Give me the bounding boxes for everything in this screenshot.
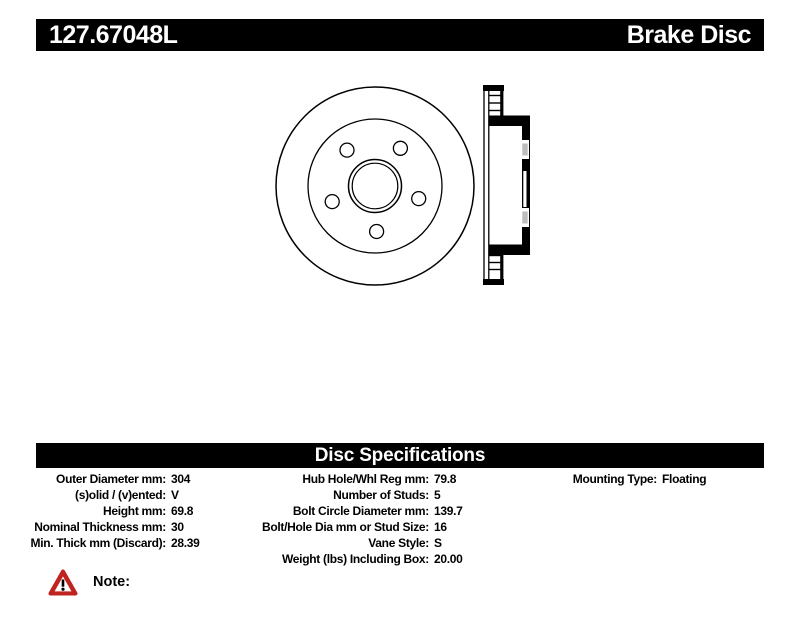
note-label: Note: — [93, 574, 131, 590]
spec-label: Bolt Circle Diameter mm: — [292, 504, 429, 518]
spec-value: 5 — [434, 488, 441, 502]
spec-label: Weight (lbs) Including Box: — [282, 552, 429, 566]
spec-value: 139.7 — [434, 504, 463, 518]
spec-section-title: Disc Specifications — [314, 444, 486, 466]
spec-label: Number of Studs: — [333, 488, 429, 502]
spec-row: Height mm: 69.8 — [16, 503, 200, 519]
spec-row: Mounting Type: Floating — [517, 471, 707, 487]
spec-row: Vane Style: S — [239, 535, 463, 551]
brake-disc-front-view-icon — [275, 86, 475, 286]
spec-label: (s)olid / (v)ented: — [75, 488, 166, 502]
spec-row: Min. Thick mm (Discard): 28.39 — [16, 535, 200, 551]
spec-row: (s)olid / (v)ented: V — [16, 487, 200, 503]
header-bar: 127.67048L Brake Disc — [36, 19, 764, 51]
spec-value: Floating — [662, 472, 707, 486]
technical-drawing — [275, 85, 530, 286]
product-name: Brake Disc — [626, 20, 752, 49]
spec-row: Hub Hole/Whl Reg mm: 79.8 — [239, 471, 463, 487]
spec-value: 30 — [171, 520, 184, 534]
spec-section-title-bar: Disc Specifications — [36, 443, 764, 468]
spec-label: Vane Style: — [368, 536, 429, 550]
spec-label: Height mm: — [102, 504, 166, 518]
spec-column-right: Mounting Type: Floating — [517, 471, 707, 487]
spec-value: 28.39 — [171, 536, 200, 550]
spec-value: 20.00 — [434, 552, 463, 566]
spec-value: 69.8 — [171, 504, 194, 518]
spec-value: S — [434, 536, 442, 550]
spec-label: Bolt/Hole Dia mm or Stud Size: — [261, 520, 429, 534]
spec-row: Bolt Circle Diameter mm: 139.7 — [239, 503, 463, 519]
spec-column-left: Outer Diameter mm:304(s)olid / (v)ented:… — [16, 471, 200, 551]
spec-label: Nominal Thickness mm: — [34, 520, 166, 534]
spec-label: Mounting Type: — [572, 472, 658, 486]
part-number: 127.67048L — [49, 20, 178, 49]
spec-label: Hub Hole/Whl Reg mm: — [302, 472, 429, 486]
spec-row: Weight (lbs) Including Box: 20.00 — [239, 551, 463, 567]
spec-value: V — [171, 488, 179, 502]
brake-disc-cross-section-icon — [483, 85, 530, 285]
spec-row: Nominal Thickness mm: 30 — [16, 519, 200, 535]
spec-label: Outer Diameter mm: — [56, 472, 166, 486]
spec-value: 79.8 — [434, 472, 457, 486]
spec-value: 304 — [171, 472, 191, 486]
spec-row: Number of Studs: 5 — [239, 487, 463, 503]
spec-row: Outer Diameter mm: 304 — [16, 471, 200, 487]
spec-row: Bolt/Hole Dia mm or Stud Size: 16 — [239, 519, 463, 535]
spec-label: Min. Thick mm (Discard): — [30, 536, 167, 550]
spec-value: 16 — [434, 520, 447, 534]
warning-triangle-icon — [48, 569, 78, 596]
